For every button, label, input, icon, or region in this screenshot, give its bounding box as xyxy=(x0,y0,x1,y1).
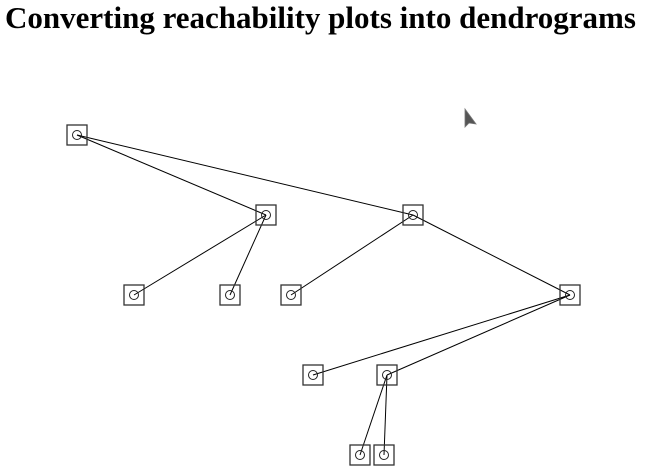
node-b2b2 xyxy=(373,444,395,466)
node-box xyxy=(302,364,324,386)
node-b1 xyxy=(280,284,302,306)
node-circle xyxy=(286,290,296,300)
edge-b-b1 xyxy=(290,214,414,296)
edge-root-a xyxy=(76,134,267,216)
node-circle xyxy=(355,450,365,460)
dendrogram-edges xyxy=(76,134,571,456)
node-box xyxy=(349,444,371,466)
node-box xyxy=(376,364,398,386)
edge-a-a1 xyxy=(133,214,267,296)
node-circle xyxy=(379,450,389,460)
edge-b2b-b2b1 xyxy=(359,374,388,456)
node-circle xyxy=(129,290,139,300)
node-box xyxy=(280,284,302,306)
node-root xyxy=(66,124,88,146)
node-b xyxy=(402,204,424,226)
node-circle xyxy=(408,210,418,220)
edge-b2-b2a xyxy=(312,294,571,376)
edge-b-b2 xyxy=(412,214,571,296)
dendrogram-nodes xyxy=(66,124,581,466)
edge-root-b xyxy=(76,134,414,216)
node-circle xyxy=(308,370,318,380)
node-circle xyxy=(261,210,271,220)
node-circle xyxy=(382,370,392,380)
node-circle xyxy=(565,290,575,300)
node-box xyxy=(219,284,241,306)
node-box xyxy=(123,284,145,306)
node-box xyxy=(373,444,395,466)
mouse-pointer-icon xyxy=(464,107,477,128)
node-box xyxy=(559,284,581,306)
node-a xyxy=(255,204,277,226)
node-circle xyxy=(72,130,82,140)
node-box xyxy=(255,204,277,226)
node-box xyxy=(66,124,88,146)
edge-b2-b2b xyxy=(386,294,571,376)
edge-b2b-b2b2 xyxy=(383,374,388,456)
node-b2 xyxy=(559,284,581,306)
node-box xyxy=(402,204,424,226)
node-b2b xyxy=(376,364,398,386)
node-a1 xyxy=(123,284,145,306)
node-circle xyxy=(225,290,235,300)
node-b2a xyxy=(302,364,324,386)
node-a2 xyxy=(219,284,241,306)
slide-title: Converting reachability plots into dendr… xyxy=(5,0,636,35)
edge-a-a2 xyxy=(229,214,267,296)
node-b2b1 xyxy=(349,444,371,466)
